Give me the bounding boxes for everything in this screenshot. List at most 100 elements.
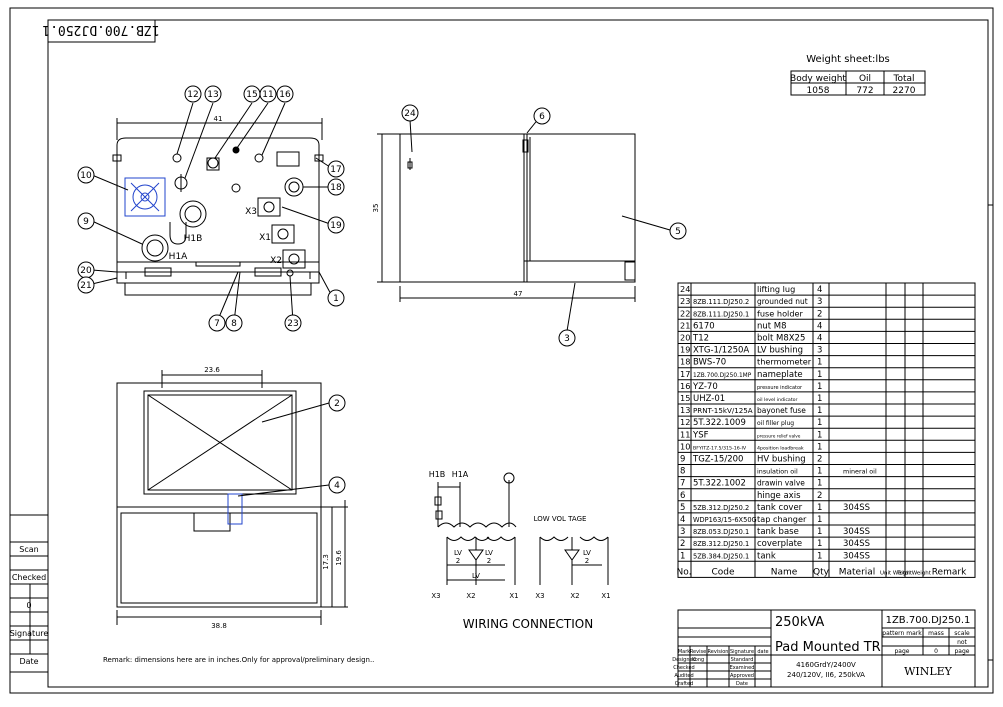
callout-4: 4 xyxy=(334,481,340,491)
bom-no: 21 xyxy=(680,320,690,330)
callout-24: 24 xyxy=(404,109,416,119)
role-date: Date xyxy=(736,681,748,687)
bom-no: 18 xyxy=(680,357,690,367)
bom-code: 5ZB.384.DJ250.1 xyxy=(693,552,749,560)
callout-18: 18 xyxy=(330,183,342,193)
role-designed: Designed xyxy=(672,657,696,663)
bom-no: 5 xyxy=(680,503,685,513)
label-h1a: H1A xyxy=(169,252,188,262)
bom-name: HV bushing xyxy=(757,455,806,465)
wiring-h1b: H1B xyxy=(429,470,446,479)
title-not: not xyxy=(957,639,967,646)
bom-qty: 1 xyxy=(817,430,822,440)
bom-no: 17 xyxy=(680,369,690,379)
label-x1: X1 xyxy=(259,233,271,243)
wiring-term-l-x3: X3 xyxy=(431,592,440,600)
bom-code: YZ-70 xyxy=(692,382,718,392)
bom-name: tap changer xyxy=(757,514,807,524)
bom-name: thermometer xyxy=(757,357,812,367)
callout-20: 20 xyxy=(80,266,92,276)
bom-no: 24 xyxy=(680,284,690,294)
bom-header: Total Weight xyxy=(896,570,932,576)
strip-date: Date xyxy=(19,657,38,666)
bom-code: 8ZB.312.DJ250.1 xyxy=(693,540,749,548)
front-callouts: 12 13 15 11 16 10 9 20 21 17 18 19 1 7 8… xyxy=(77,85,345,332)
bom-header: No. xyxy=(677,567,692,577)
weight-header-oil: Oil xyxy=(859,74,871,84)
weight-value-total: 2270 xyxy=(893,86,916,96)
bom-name: oil filler plug xyxy=(757,420,794,427)
outer-border xyxy=(9,7,994,694)
bom-qty: 1 xyxy=(817,370,822,380)
wiring-term-r-x2: X2 xyxy=(570,592,579,600)
title-page-label: page xyxy=(895,648,910,655)
callout-19: 19 xyxy=(330,221,342,231)
callout-12: 12 xyxy=(187,90,198,100)
remark-note: Remark: dimensions here are in inches.On… xyxy=(103,656,374,664)
bom-code: YSF xyxy=(692,430,709,440)
bom-qty: 1 xyxy=(817,358,822,368)
bom-code: 5ZB.312.DJ250.2 xyxy=(693,504,749,512)
bom-no: 6 xyxy=(680,491,685,501)
bom-code: UHZ-01 xyxy=(693,394,725,404)
bom-qty: 2 xyxy=(817,491,822,501)
bom-code: TGZ-15/200 xyxy=(692,455,743,465)
weight-sheet-title: Weight sheet:lbs xyxy=(806,54,890,65)
bom-name: lifting lug xyxy=(757,284,795,294)
top-dim-top: 23.6 xyxy=(204,366,220,374)
bom-material: 304SS xyxy=(843,539,870,549)
bom-qty: 1 xyxy=(817,382,822,392)
bom-name: fuse holder xyxy=(757,308,804,318)
bom-no: 16 xyxy=(680,381,690,391)
wiring-h1a: H1A xyxy=(452,470,469,479)
bom-name: grounded nut xyxy=(757,297,808,306)
bom-no: 12 xyxy=(680,417,690,427)
top-view xyxy=(116,370,348,625)
callout-15: 15 xyxy=(246,90,257,100)
bom-no: 8 xyxy=(680,467,685,477)
top-callouts: 2 4 xyxy=(328,394,346,494)
weight-value-body: 1058 xyxy=(807,86,830,96)
wiring-lv-title: LOW VOL TAGE xyxy=(534,515,587,523)
title-spec-line1: 4160GrdY/2400V xyxy=(796,661,856,669)
callout-3: 3 xyxy=(564,334,570,344)
bom-qty: 1 xyxy=(817,406,822,416)
bom-no: 19 xyxy=(680,345,690,355)
bom-code: BFYITZ-17.5/315-16-IV xyxy=(693,445,747,451)
bom-code: PRNT-15kV/125A xyxy=(693,406,753,415)
role-crafted: Crafted xyxy=(675,681,694,687)
top-dim-right-a: 17.3 xyxy=(322,554,330,570)
callout-7: 7 xyxy=(214,319,220,329)
strip-signature: Signature xyxy=(10,629,49,638)
bom-name: LV bushing xyxy=(757,346,803,356)
bom-code: 5T.322.1002 xyxy=(693,479,746,489)
wiring-term-r-x1: X1 xyxy=(601,592,610,600)
callout-10: 10 xyxy=(80,171,92,181)
bom-qty: 1 xyxy=(817,527,822,537)
bom-code: 8ZB.111.DJ250.1 xyxy=(693,310,749,318)
callout-23: 23 xyxy=(287,319,298,329)
bom-header: Name xyxy=(771,567,798,577)
bom-qty: 4 xyxy=(817,321,822,331)
bom-name: tank xyxy=(757,551,776,561)
title-page-value: 0 xyxy=(934,648,938,655)
title-block xyxy=(677,609,976,688)
bom-material: 304SS xyxy=(843,503,870,513)
drawing-number-box xyxy=(47,19,156,43)
bom-code: WDP163/15-6X50G xyxy=(693,516,757,524)
bom-qty: 1 xyxy=(817,515,822,525)
bom-header: Qty xyxy=(813,567,830,577)
bom-name: nameplate xyxy=(757,370,803,380)
bom-name: oil level indicator xyxy=(757,397,798,403)
callout-8: 8 xyxy=(231,319,237,329)
title-page-label2: page xyxy=(955,648,970,655)
role-examined: Examined xyxy=(730,665,755,671)
bom-qty: 4 xyxy=(817,334,822,344)
callout-2: 2 xyxy=(334,399,340,409)
top-dim-right-b: 19.6 xyxy=(335,550,343,566)
callout-11: 11 xyxy=(262,90,273,100)
bom-no: 13 xyxy=(680,405,690,415)
wiring-frac-num-2: LV xyxy=(485,549,493,557)
bom-no: 11 xyxy=(680,429,690,439)
drawing-number-rotated: 1ZB.700.DJ250.1 xyxy=(42,22,159,37)
